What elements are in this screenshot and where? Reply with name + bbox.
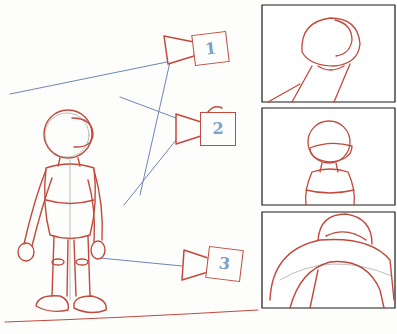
storyboard-panels — [262, 5, 395, 308]
character-figure — [18, 110, 106, 313]
panel-view-2 — [306, 121, 355, 205]
ground-line — [5, 310, 258, 322]
callout-number: 1 — [204, 40, 217, 57]
callout-number: 2 — [212, 121, 223, 137]
panel-view-3 — [270, 214, 394, 308]
character-construction — [45, 113, 89, 300]
sight-lines — [10, 62, 182, 266]
panel-construction — [280, 264, 392, 280]
callout-number: 3 — [218, 255, 231, 272]
camera-body: 2 — [200, 112, 236, 146]
camera-lenses — [164, 36, 222, 280]
camera-body: 3 — [205, 246, 244, 282]
camera-body: 1 — [191, 31, 230, 66]
panel-view-1 — [268, 18, 360, 102]
